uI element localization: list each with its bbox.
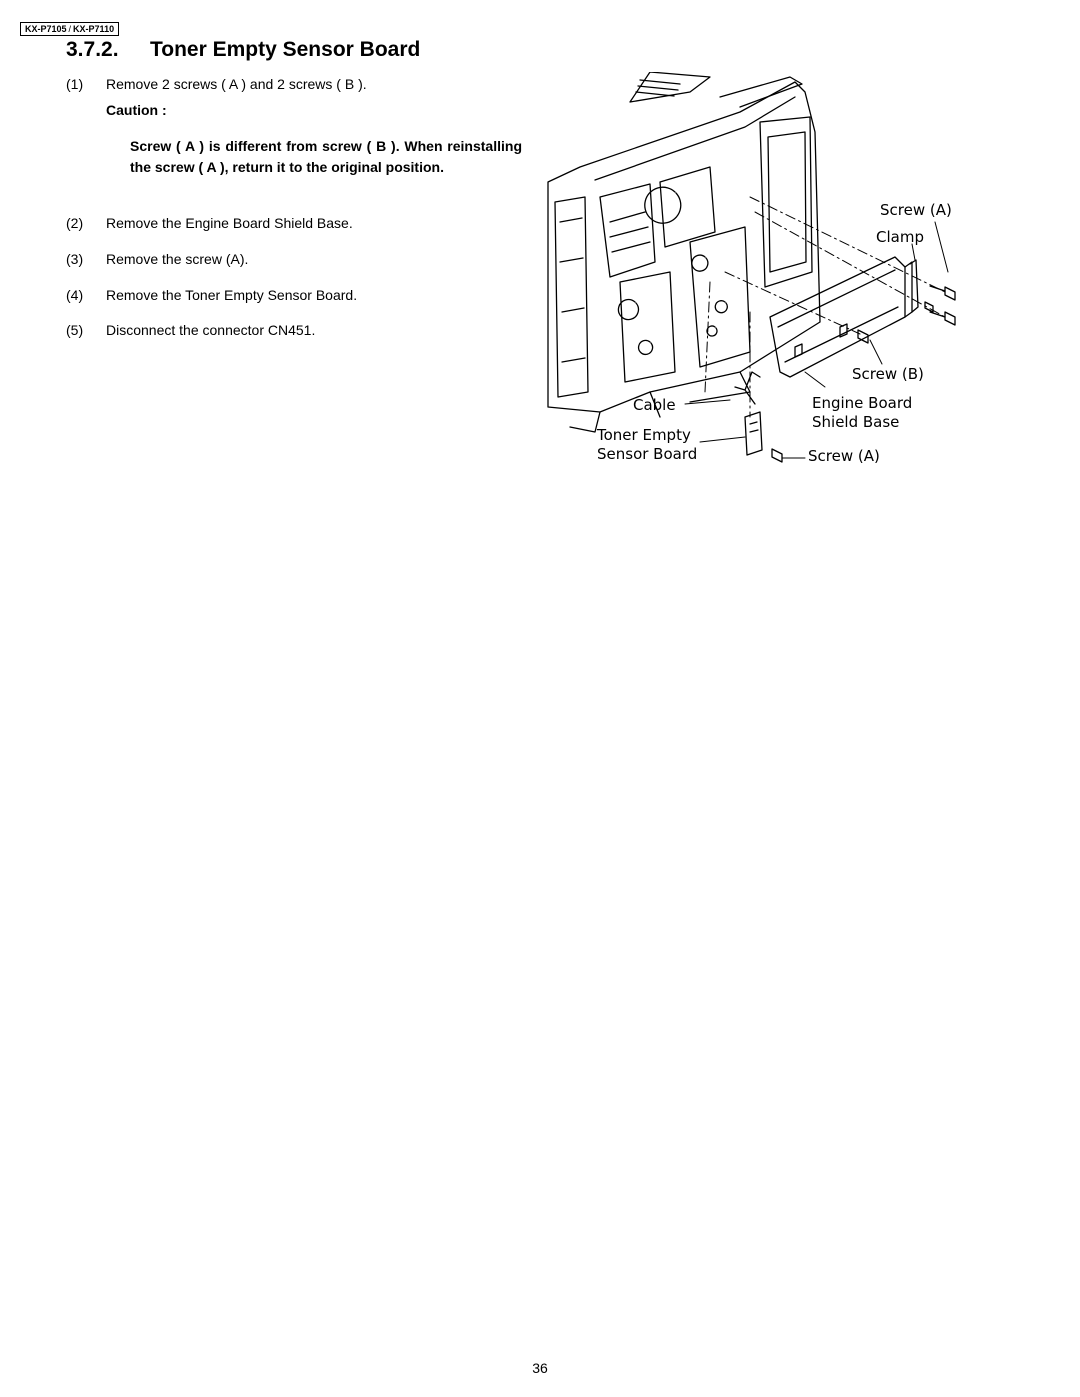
- caution-text: Screw ( A ) is different from screw ( B …: [130, 138, 522, 175]
- caution-label: Caution :: [106, 102, 167, 118]
- label-engine-board-line2: Shield Base: [812, 413, 899, 431]
- step-number: (4): [66, 287, 84, 303]
- leader-lines: [684, 221, 949, 459]
- label-screw-a-bottom: Screw (A): [808, 447, 880, 465]
- label-clamp: Clamp: [876, 228, 924, 246]
- step-text: Remove 2 screws ( A ) and 2 screws ( B )…: [106, 76, 367, 92]
- label-toner-empty-line2: Sensor Board: [597, 445, 697, 463]
- guide-lines: [704, 196, 946, 418]
- section-heading: 3.7.2. Toner Empty Sensor Board: [66, 38, 420, 62]
- engine-board-shield-base: [769, 256, 913, 378]
- step-text: Remove the Toner Empty Sensor Board.: [106, 287, 358, 303]
- screw-a-right-upper: [929, 285, 956, 301]
- step-3: (3) Remove the screw (A).: [66, 251, 248, 267]
- step-2: (2) Remove the Engine Board Shield Base.: [66, 215, 353, 231]
- label-screw-b: Screw (B): [852, 365, 924, 383]
- disassembly-diagram: Screw (A) Clamp Screw (B) Cable Engine B…: [547, 72, 956, 465]
- model-separator: /: [68, 24, 72, 34]
- screw-b-left: [857, 329, 869, 344]
- model-a: KX-P7105: [25, 24, 67, 34]
- step-number: (1): [66, 76, 84, 92]
- section-title: Toner Empty Sensor Board: [150, 38, 421, 61]
- step-number: (5): [66, 322, 84, 338]
- printer-chassis: [547, 72, 821, 433]
- screw-b-right: [924, 301, 934, 313]
- cable: [734, 371, 761, 405]
- step-text: Remove the screw (A).: [106, 251, 249, 267]
- step-4: (4) Remove the Toner Empty Sensor Board.: [66, 287, 357, 303]
- label-screw-a-top: Screw (A): [880, 201, 952, 219]
- screw-a-right-lower: [929, 311, 956, 326]
- step-5: (5) Disconnect the connector CN451.: [66, 322, 315, 338]
- model-number-box: KX-P7105/KX-P7110: [20, 22, 120, 36]
- step-number: (3): [66, 251, 84, 267]
- screw-a-bottom: [771, 448, 783, 463]
- label-engine-board-line1: Engine Board: [812, 394, 912, 412]
- step-number: (2): [66, 215, 84, 231]
- step-text: Remove the Engine Board Shield Base.: [106, 215, 353, 231]
- section-number: 3.7.2.: [66, 38, 119, 61]
- step-1: (1) Remove 2 screws ( A ) and 2 screws ( …: [66, 76, 367, 92]
- model-b: KX-P7110: [73, 24, 115, 34]
- page-number: 36: [532, 1360, 548, 1376]
- toner-empty-sensor-board: [744, 411, 763, 456]
- label-toner-empty-line1: Toner Empty: [596, 426, 691, 444]
- label-cable: Cable: [633, 396, 676, 414]
- step-text: Disconnect the connector CN451.: [106, 322, 316, 338]
- clamp: [909, 259, 919, 313]
